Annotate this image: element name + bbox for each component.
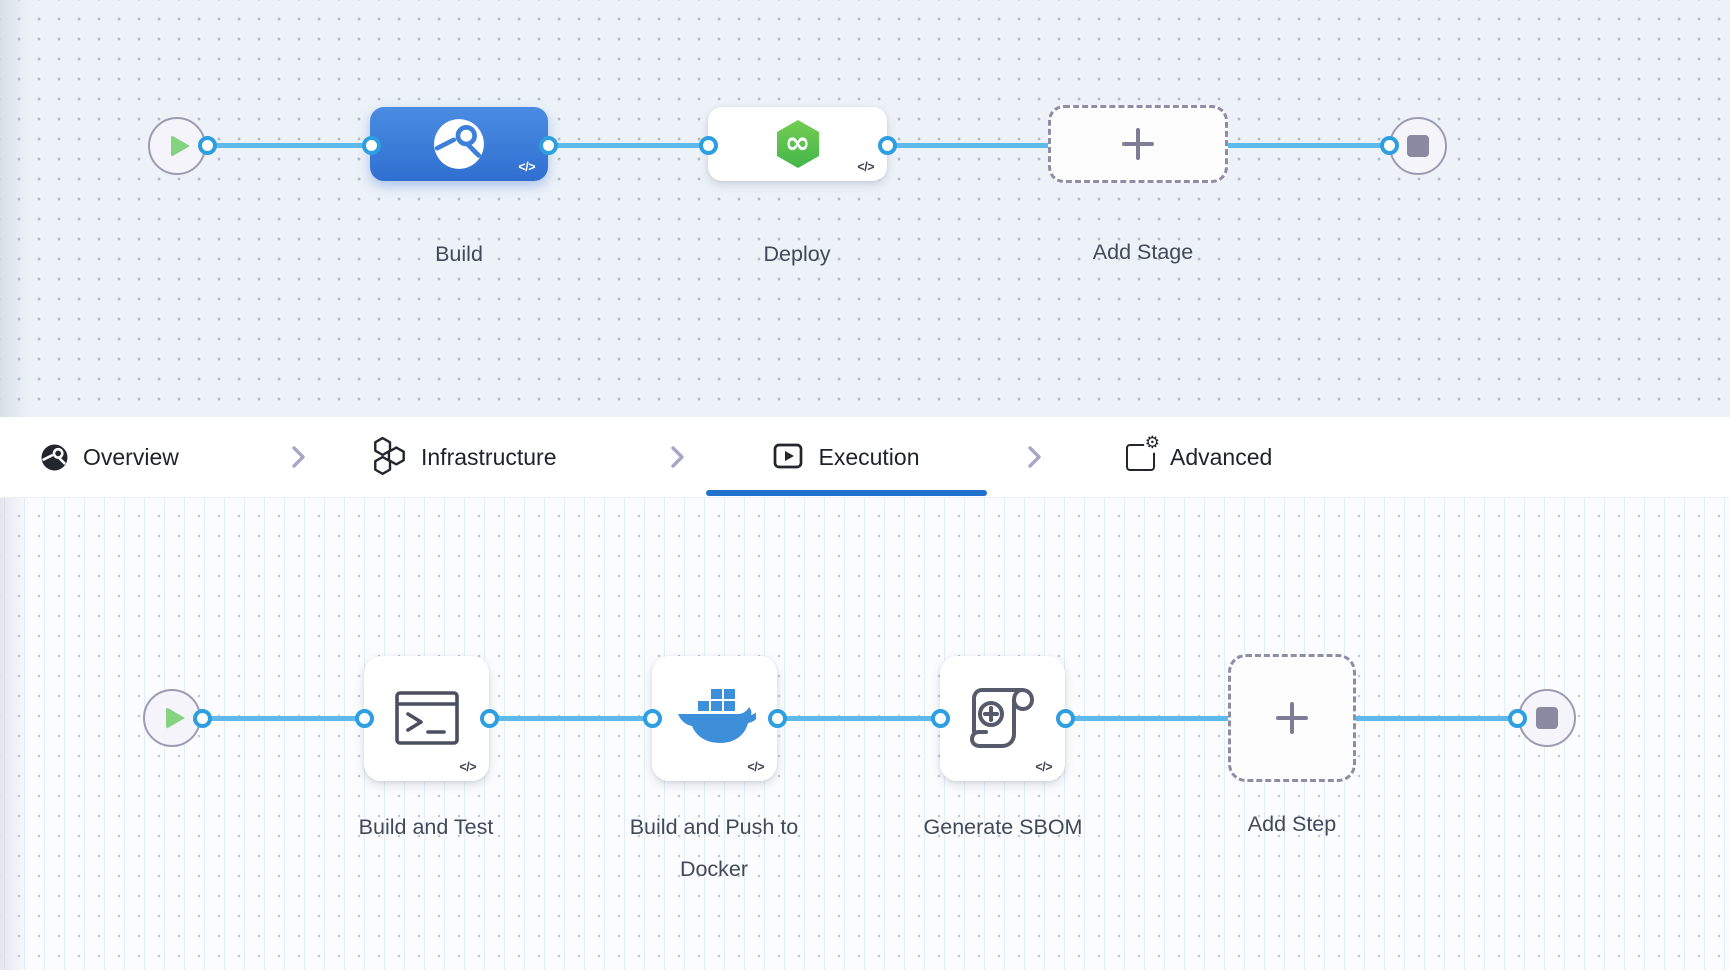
chevron-right-icon xyxy=(671,446,684,468)
canvas-edge-shade xyxy=(0,0,30,417)
plus-icon xyxy=(1276,702,1308,734)
port-dot[interactable] xyxy=(193,709,212,728)
stage-canvas[interactable]: </> ∞ </> Build Deploy Add Stage xyxy=(0,0,1730,417)
port-dot[interactable] xyxy=(878,136,897,155)
stage-label-build[interactable]: Build xyxy=(435,242,483,266)
port-dot[interactable] xyxy=(355,709,374,728)
stage-node-deploy[interactable]: ∞ </> xyxy=(708,107,887,181)
port-dot[interactable] xyxy=(643,709,662,728)
stop-icon xyxy=(1407,135,1429,157)
stage-label-add-stage[interactable]: Add Stage xyxy=(1092,240,1194,264)
port-dot[interactable] xyxy=(931,709,950,728)
sbom-scroll-icon xyxy=(969,687,1034,748)
tab-label: Advanced xyxy=(1170,443,1273,470)
stop-icon xyxy=(1536,707,1558,729)
play-icon xyxy=(170,135,190,157)
port-dot[interactable] xyxy=(198,136,217,155)
infrastructure-icon xyxy=(374,437,405,476)
step-label-build-and-test[interactable]: Build and Test xyxy=(358,815,494,839)
tab-label: Infrastructure xyxy=(421,443,557,470)
tab-advanced[interactable]: ⚙ Advanced xyxy=(1126,417,1272,497)
yaml-badge[interactable]: </> xyxy=(857,160,874,174)
ci-build-icon xyxy=(434,119,484,169)
port-dot[interactable] xyxy=(539,136,558,155)
pipeline-start-node[interactable] xyxy=(148,117,206,175)
overview-icon xyxy=(41,444,68,470)
cd-deploy-icon: ∞ xyxy=(773,119,823,169)
stage-label-deploy[interactable]: Deploy xyxy=(763,242,831,266)
port-dot[interactable] xyxy=(768,709,787,728)
step-label-add-step[interactable]: Add Step xyxy=(1247,812,1337,836)
step-node-build-and-push-docker[interactable]: </> xyxy=(652,656,777,781)
port-dot[interactable] xyxy=(699,136,718,155)
port-dot[interactable] xyxy=(362,136,381,155)
step-label-build-and-push-docker[interactable]: Build and Push to Docker xyxy=(629,815,799,881)
add-step-button[interactable] xyxy=(1228,654,1356,782)
plus-icon xyxy=(1122,128,1154,160)
advanced-icon: ⚙ xyxy=(1126,433,1161,471)
step-connector-line xyxy=(200,716,1518,721)
chevron-right-icon xyxy=(292,446,305,468)
stage-node-build[interactable]: </> xyxy=(370,107,548,181)
yaml-badge[interactable]: </> xyxy=(747,760,764,774)
active-tab-underline xyxy=(706,490,987,496)
canvas-edge-shade xyxy=(0,497,30,970)
port-dot[interactable] xyxy=(480,709,499,728)
yaml-badge[interactable]: </> xyxy=(459,760,476,774)
yaml-badge[interactable]: </> xyxy=(518,160,535,174)
play-icon xyxy=(165,707,185,729)
execution-step-canvas[interactable]: </> </> </> xyxy=(0,497,1730,970)
step-node-build-and-test[interactable]: </> xyxy=(364,656,489,781)
port-dot[interactable] xyxy=(1056,709,1075,728)
tab-label: Execution xyxy=(818,443,920,470)
port-dot[interactable] xyxy=(1508,709,1527,728)
tab-infrastructure[interactable]: Infrastructure xyxy=(374,417,557,497)
chevron-right-icon xyxy=(1028,446,1041,468)
terminal-icon xyxy=(394,690,459,745)
step-node-generate-sbom[interactable]: </> xyxy=(940,656,1065,781)
stage-config-tabbar: Overview Infrastructure Execution ⚙ xyxy=(0,417,1730,498)
docker-icon xyxy=(677,688,756,743)
port-dot[interactable] xyxy=(1380,136,1399,155)
yaml-badge[interactable]: </> xyxy=(1035,760,1052,774)
tab-label: Overview xyxy=(83,443,179,470)
step-label-generate-sbom[interactable]: Generate SBOM xyxy=(923,815,1083,839)
execution-icon xyxy=(774,443,803,469)
step-end-node[interactable] xyxy=(1518,689,1576,747)
tab-execution[interactable]: Execution xyxy=(706,417,987,497)
add-stage-button[interactable] xyxy=(1048,105,1228,183)
tab-overview[interactable]: Overview xyxy=(41,417,179,497)
step-start-node[interactable] xyxy=(143,689,201,747)
